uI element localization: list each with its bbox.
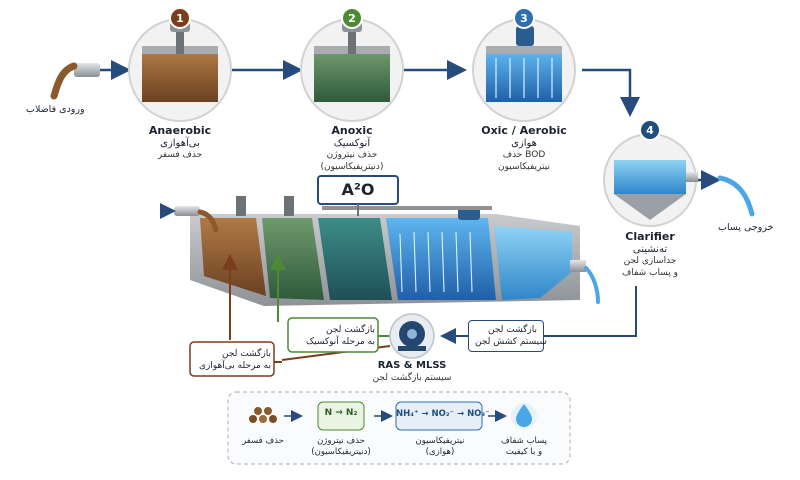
stage-1-name-fa: بی‌آهوازی (160, 137, 200, 149)
legend-nitrogen-line2: (دنیتریفیکاسیون) (311, 447, 371, 458)
ras-subtitle: سیستم بازگشت لجن (372, 372, 452, 383)
legend-nitrification-formula: NH₄⁺ → NO₂⁻ → NO₃⁻ (396, 409, 490, 419)
stage-2-name-fa: آنوکسیک (333, 137, 371, 149)
stage-4-name-fa: ته‌نشینی (632, 243, 668, 255)
anaerobic-return-box: بازگشت لجن به مرحله بی‌آهوازی (193, 345, 277, 375)
stage-2-desc1: حذف نیتروژن (326, 150, 378, 161)
stage-4-desc1: جداسازی لجن (623, 256, 677, 267)
stage-1-tank-icon (128, 18, 232, 122)
legend-nitrogen-formula: N → N₂ (324, 408, 358, 418)
outlet-water-icon (717, 175, 755, 217)
stage-1-badge: 1 (176, 12, 184, 25)
stage-badges (169, 7, 661, 141)
legend-item-nitrogen: حذف نیتروژن (دنیتریفیکاسیون) (306, 436, 376, 458)
ras-pump-icon (389, 313, 435, 359)
anaerobic-return-box-frame (189, 341, 275, 377)
legend-item-phosphorus: حذف فسفر (228, 436, 298, 447)
stage-3-tank-icon (472, 18, 576, 122)
stage-2-name-en: Anoxic (331, 124, 373, 137)
legend-icons (249, 401, 537, 431)
stage-3-badge: 3 (520, 12, 528, 25)
stage-4-label: Clarifier ته‌نشینی جداسازی لجن و پساب شف… (600, 230, 700, 279)
stage-4-badge: 4 (646, 124, 654, 137)
anaerobic-return-line2: به مرحله بی‌آهوازی (199, 361, 271, 372)
legend-nitrification-line2: (هوازی) (425, 447, 455, 458)
a2o-reactor (160, 196, 600, 306)
stage-1-desc1: حذف فسفر (157, 150, 203, 161)
nitrogen-icon (317, 401, 365, 431)
phosphorus-granules-icon (249, 407, 277, 423)
flow-arrows (100, 60, 721, 190)
sludge-collect-line1: بازگشت لجن (487, 325, 537, 335)
stage-2-tank-icon (300, 18, 404, 122)
stage-4-clarifier-icon (603, 133, 698, 227)
stage-2-badge: 2 (348, 12, 356, 25)
stage-4-name-en: Clarifier (625, 230, 675, 243)
legend-effluent-line1: پساب شفاف (500, 436, 548, 446)
stage-3-name-fa: هوازی (511, 137, 537, 149)
stage-1-name-en: Anaerobic (148, 124, 212, 137)
stage-3-desc2: نیتریفیکاسیون (498, 161, 550, 172)
legend-item-effluent: پساب شفاف و با کیفیت (494, 436, 554, 458)
anoxic-return-line1: بازگشت لجن (325, 325, 375, 335)
stage-1-label: Anaerobic بی‌آهوازی حذف فسفر (120, 124, 240, 162)
legend-effluent-line2: و با کیفیت (505, 447, 543, 458)
legend-item-nitrification: نیتریفیکاسیون (هوازی) (400, 436, 480, 458)
reactor-sign: A²O (341, 180, 375, 199)
sludge-collect-line2: سیستم کشش لجن (475, 337, 547, 348)
anoxic-return-box-frame (287, 317, 379, 353)
legend-nitrogen-line1: حذف نیتروژن (317, 436, 365, 446)
stage-3-label: Oxic / Aerobic هوازی حذف BOD نیتریفیکاسی… (464, 124, 584, 173)
sludge-collect-box: بازگشت لجن سیستم کشش لجن (468, 320, 547, 353)
anaerobic-return-line1: بازگشت لجن (221, 349, 271, 359)
stage-3-name-en: Oxic / Aerobic (481, 124, 567, 137)
water-drop-icon (511, 403, 537, 429)
inlet-pipe-icon (50, 62, 100, 100)
stage-2-desc2: (دنیتریفیکاسیون) (320, 161, 384, 172)
inlet-label: ورودی فاضلاب (26, 104, 85, 115)
nitrification-icon (395, 401, 483, 431)
anoxic-return-line2: به مرحله آنوکسیک (306, 337, 375, 348)
anoxic-return-box: بازگشت لجن به مرحله آنوکسیک (291, 321, 381, 351)
stage-2-label: Anoxic آنوکسیک حذف نیتروژن (دنیتریفیکاسی… (292, 124, 412, 173)
outlet-label: خروجی پساب (718, 222, 774, 233)
ras-label: RAS & MLSS سیستم بازگشت لجن (362, 360, 462, 384)
stage-3-desc1: حذف BOD (502, 150, 546, 161)
legend-phosphorus-line1: حذف فسفر (242, 436, 284, 446)
ras-title: RAS & MLSS (377, 360, 447, 371)
stage-4-desc2: و پساب شفاف (622, 267, 678, 278)
legend-nitrification-line1: نیتریفیکاسیون (415, 436, 465, 446)
